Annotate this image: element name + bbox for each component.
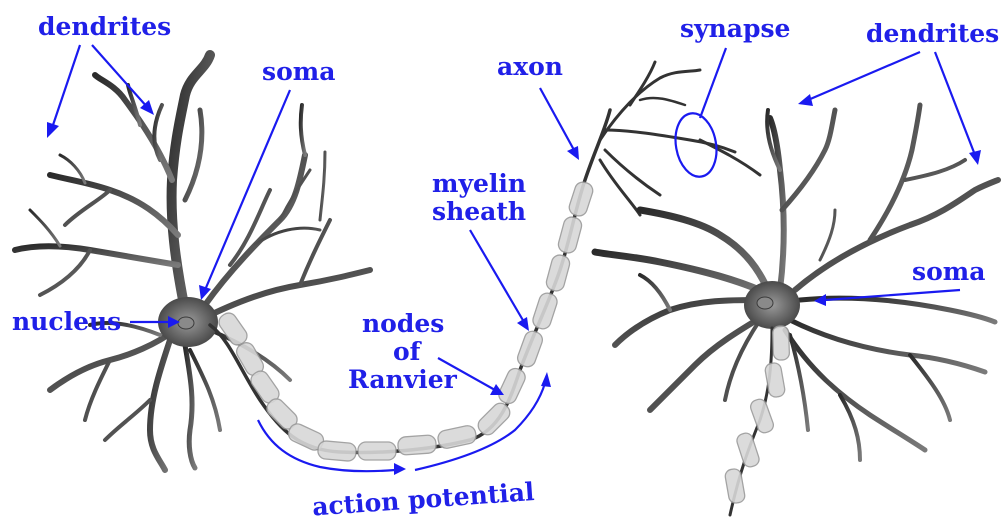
left-nucleus [178,317,194,329]
label-of: of [393,337,423,366]
right-nucleus [757,297,773,309]
arrow-soma-left [205,90,290,290]
label-sheath: sheath [432,197,526,226]
label-action-potential: action potential [311,477,535,518]
arrow-dendrites-right-2 [935,52,975,155]
arrow-dendrites-right-1 [808,52,920,100]
left-dendrites [15,55,370,470]
right-neuron [595,105,998,515]
arrow-soma-right [825,290,960,300]
arrow-dendrites-left-1 [52,45,80,128]
right-myelin [724,326,789,504]
label-synapse: synapse [680,14,790,43]
label-nodes: nodes [362,309,444,338]
axon-terminals [600,62,760,215]
label-myelin: myelin [432,169,526,198]
arrow-myelin-sheath [470,230,524,322]
axon [210,62,760,462]
label-ranvier: Ranvier [348,365,458,394]
label-dendrites-left: dendrites [38,12,171,41]
label-nucleus: nucleus [12,307,121,336]
labels: dendrites soma nucleus axon synapse dend… [12,12,999,518]
left-neuron [15,55,370,470]
label-soma-left: soma [262,57,335,86]
arrow-axon [540,88,574,150]
label-soma-right: soma [912,257,985,286]
label-dendrites-right: dendrites [866,19,999,48]
arrow-synapse [700,48,726,118]
label-axon: axon [497,52,563,81]
